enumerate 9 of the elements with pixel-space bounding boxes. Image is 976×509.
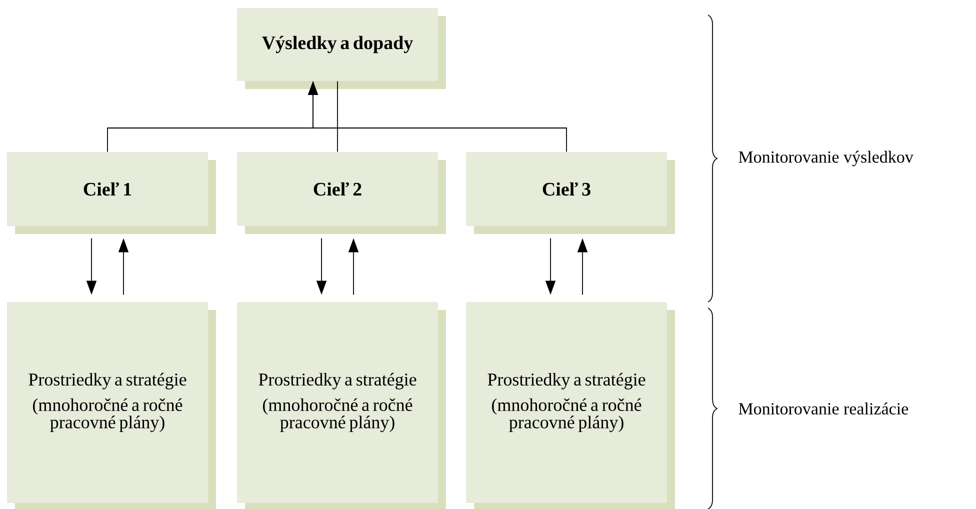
strategy-box: Prostriedky a stratégie (mnohoročné a ročné pracovné plány) bbox=[466, 302, 675, 509]
result-box: Výsledky a dopady bbox=[237, 8, 446, 89]
goal-box: Cieľ 2 bbox=[237, 152, 446, 234]
strategy-box: Prostriedky a stratégie (mnohoročné a ročné pracovné plány) bbox=[7, 302, 216, 509]
section-label: Monitorovanie výsledkov bbox=[738, 150, 914, 166]
goal-box: Cieľ 3 bbox=[466, 152, 675, 234]
strategy-box: Prostriedky a stratégie (mnohoročné a ročné pracovné plány) bbox=[237, 302, 446, 509]
goal-box: Cieľ 1 bbox=[7, 152, 216, 234]
section-label: Monitorovanie realizácie bbox=[738, 402, 908, 414]
